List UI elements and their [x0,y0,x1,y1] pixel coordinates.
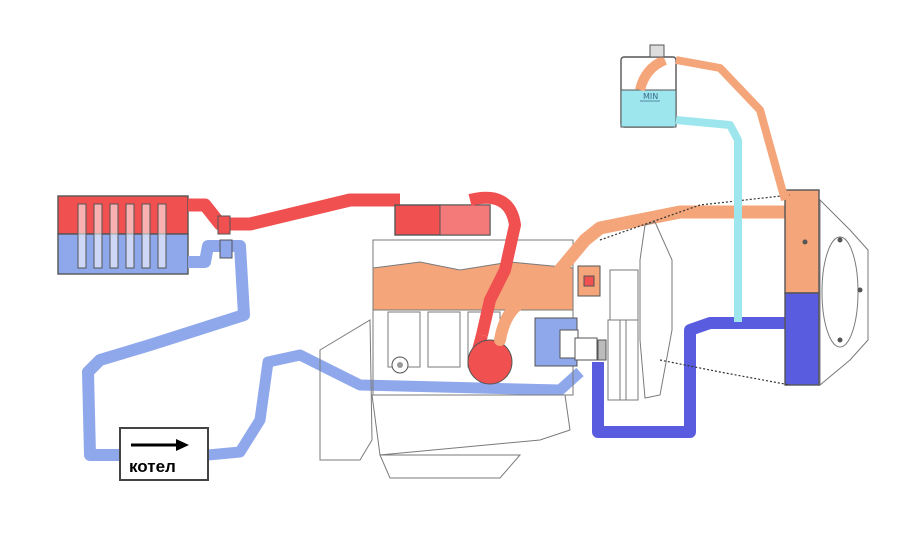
cooling-fan [607,221,673,401]
cold-hose-boiler-to-engine [207,349,584,461]
water-pump [534,317,607,367]
hose-clamp [217,215,231,235]
boiler-unit: котел [119,427,209,481]
shroud-outline-bottom [659,359,791,386]
hose-clamp [219,239,233,259]
tank-overflow-hose [675,56,789,202]
heater-core-fins [77,203,167,269]
arrow-head-icon [176,439,189,451]
thermostat [534,205,800,304]
shroud-outline-top [599,194,791,241]
radiator-return-hose [592,317,800,438]
cold-hose-heater-to-boiler [82,240,250,461]
hot-hose-heater-to-head [188,193,400,231]
cylinder-head-outlet [394,191,531,385]
expansion-tank: MIN [620,44,677,128]
heater-core [57,195,189,275]
tank-supply-hose [675,116,742,322]
main-radiator [784,189,869,387]
boiler-label: котел [129,457,176,476]
min-level-label: MIN [643,92,658,101]
